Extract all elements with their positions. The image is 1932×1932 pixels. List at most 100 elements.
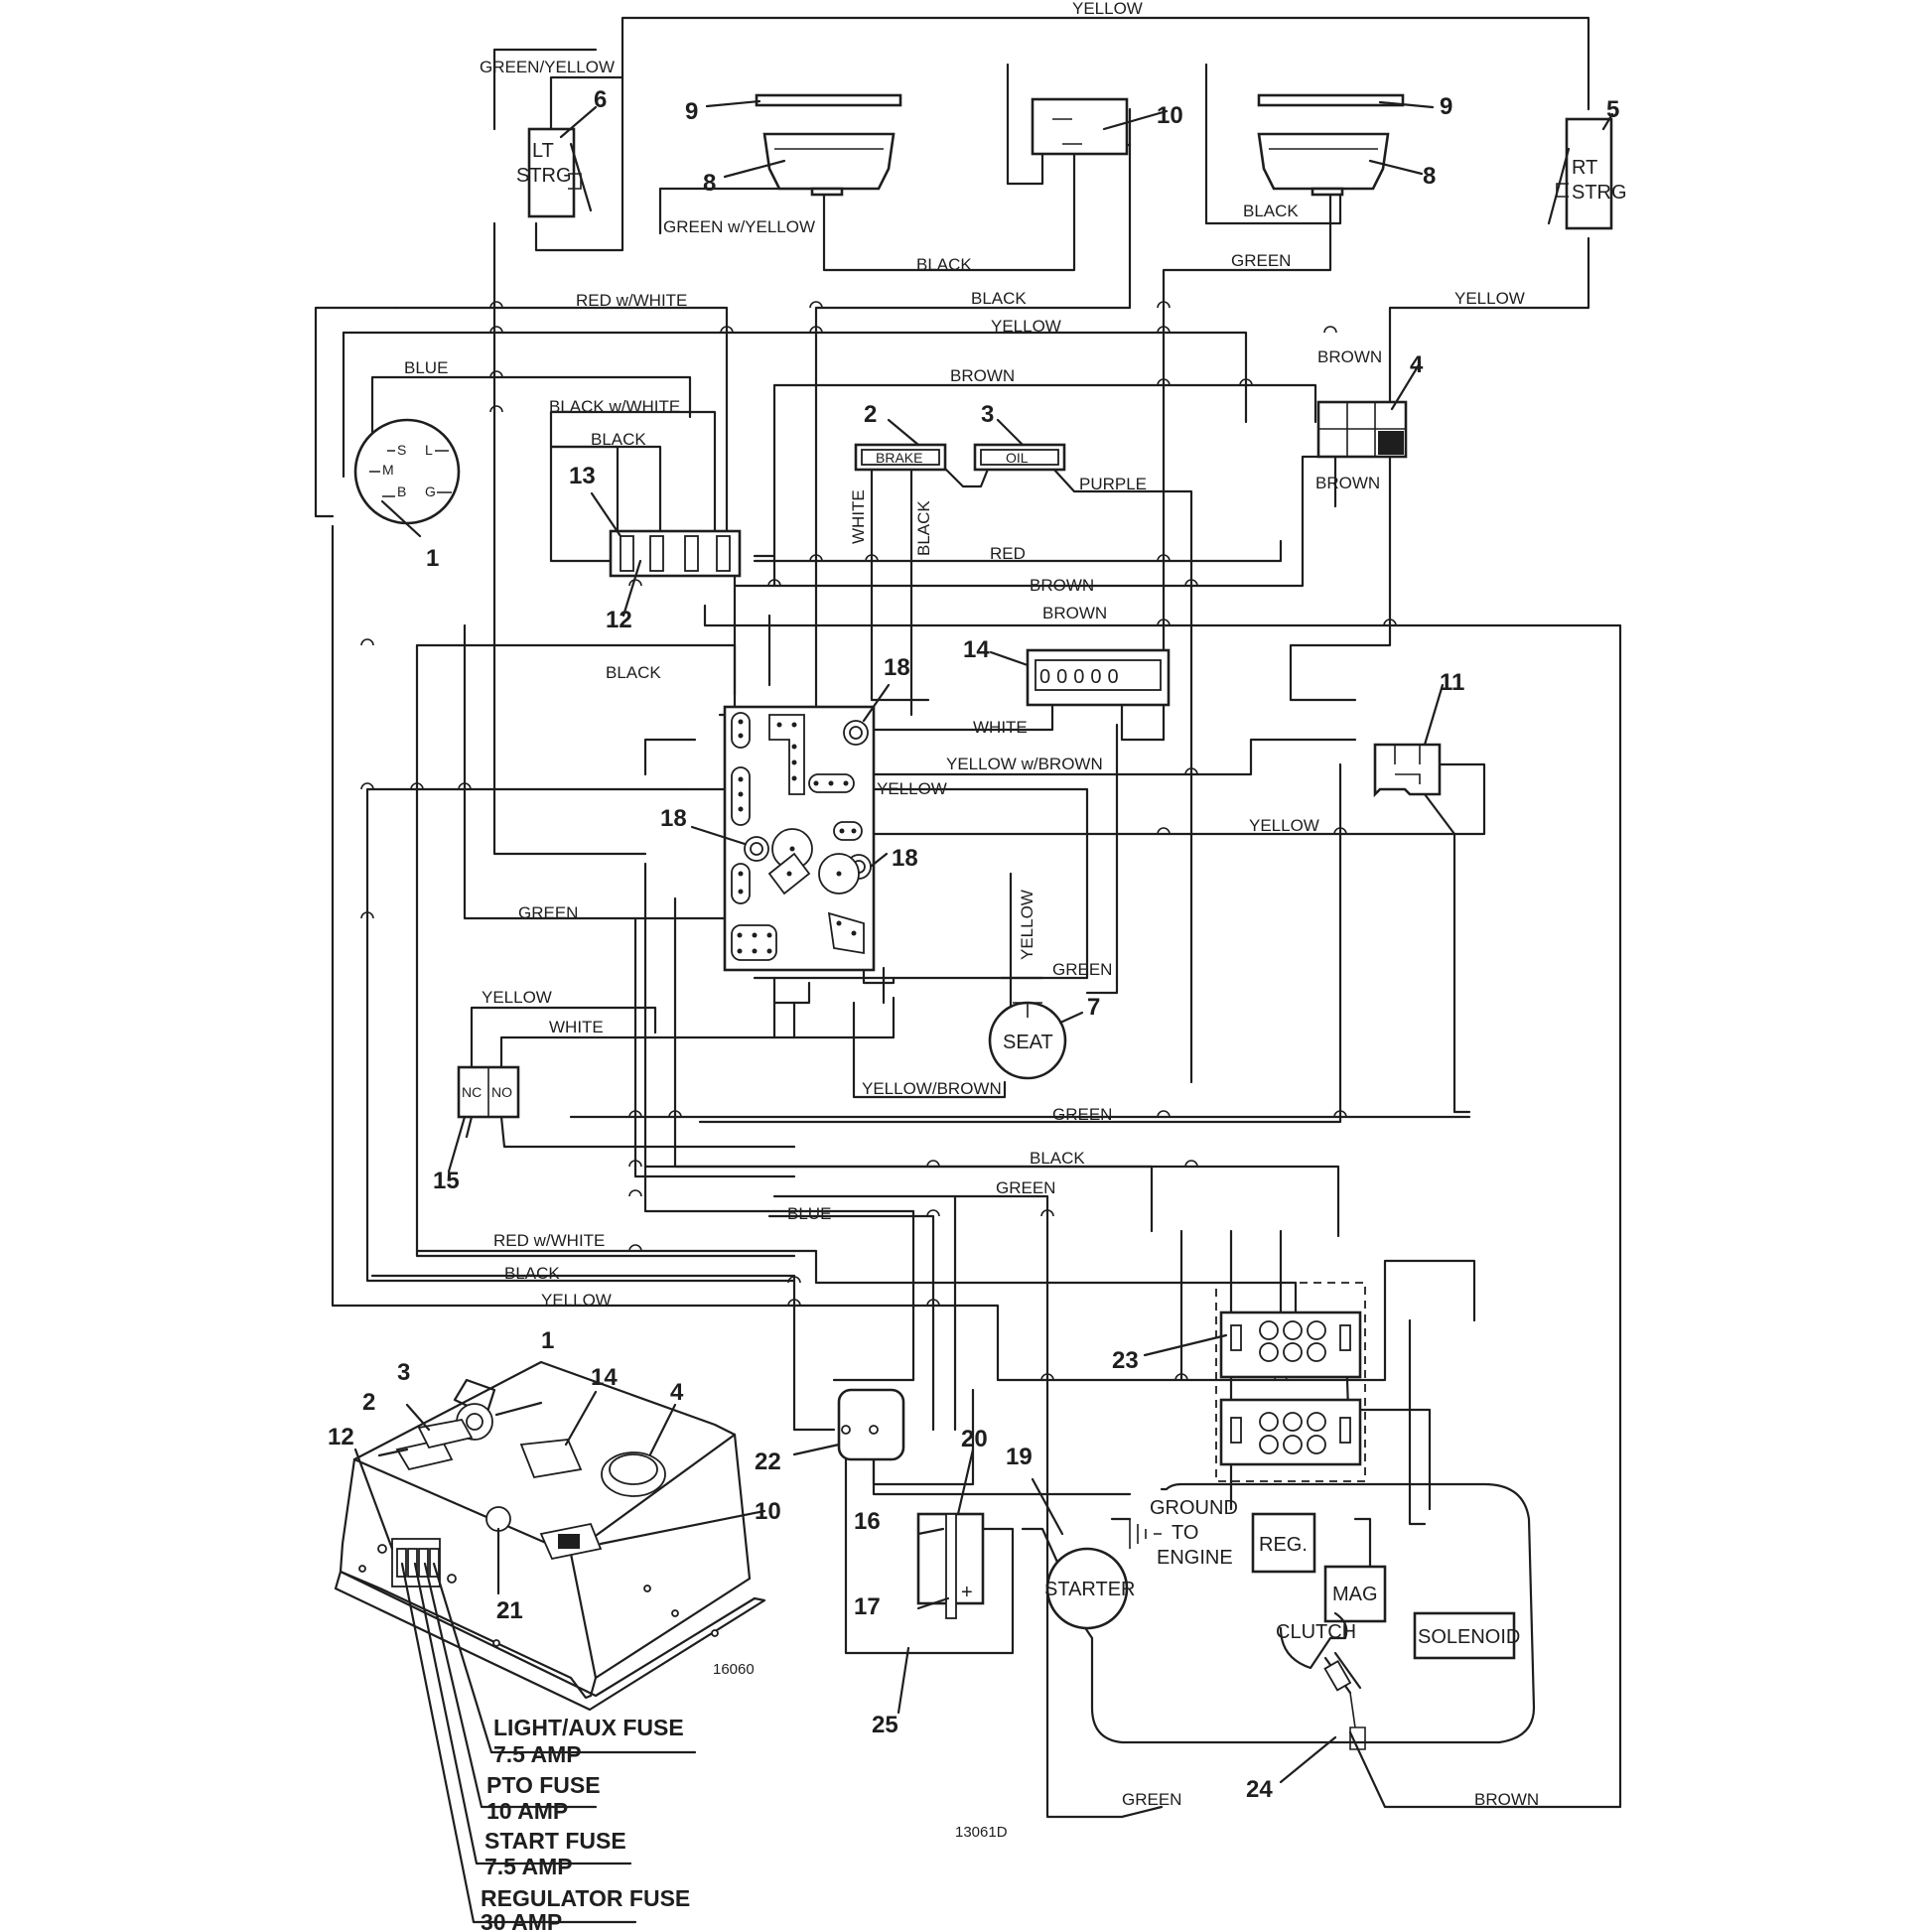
solenoid-label: SOLENOID — [1418, 1626, 1520, 1648]
wire-label: YELLOW — [991, 317, 1061, 336]
rt-strg-label-2: STRG — [1572, 182, 1627, 204]
wire-label: BLACK — [916, 255, 972, 274]
wire-label: BROWN — [1030, 576, 1094, 595]
fuse-start-amp: 7.5 AMP — [484, 1854, 573, 1879]
wire-label: BLACK — [1030, 1149, 1085, 1168]
connector-11 — [1373, 743, 1442, 798]
callout-number: 18 — [892, 845, 918, 872]
wire-label: GREEN — [518, 903, 578, 922]
clutch-label: CLUTCH — [1276, 1621, 1356, 1643]
engine: GROUND TO ENGINE — [1080, 1482, 1536, 1744]
starter: STARTER — [1044, 1547, 1136, 1630]
diagram-reference: 13061D — [955, 1824, 1008, 1841]
fuse-leaders — [400, 1562, 697, 1924]
callout-number: 21 — [496, 1597, 523, 1624]
ign-b: B — [397, 483, 406, 499]
callout-number: 3 — [981, 401, 994, 428]
wire-label: BLACK — [914, 500, 933, 556]
callout-number: 1 — [541, 1327, 554, 1354]
fuse-light-aux-amp: 7.5 AMP — [493, 1741, 582, 1767]
callout-number: 8 — [1423, 163, 1436, 190]
wire-label: BLACK — [971, 289, 1027, 308]
callout-number: 16 — [854, 1508, 881, 1535]
fuse-list: LIGHT/AUX FUSE 7.5 AMP PTO FUSE 10 AMP S… — [481, 1715, 690, 1932]
callout-number: 10 — [1157, 102, 1183, 129]
lt-strg-switch: LT STRG — [516, 127, 593, 218]
callout-number: 2 — [864, 401, 877, 428]
wire-label: GREEN — [1122, 1790, 1181, 1809]
callout-number: 4 — [1410, 351, 1424, 378]
wire-label: WHITE — [973, 718, 1028, 737]
wire-label: BROWN — [1317, 347, 1382, 366]
rt-strg-switch: RT STRG — [1547, 117, 1627, 230]
hour-meter: 00000 — [1026, 648, 1171, 707]
callout-number: 23 — [1112, 1347, 1139, 1374]
console-illustration — [334, 1360, 766, 1712]
wire-label: YELLOW — [482, 988, 552, 1007]
ign-g: G — [425, 483, 436, 499]
wire-label: BROWN — [1042, 604, 1107, 622]
oil-label: OIL — [1006, 450, 1029, 466]
nc-no-switch: NC NO — [457, 1065, 520, 1119]
callout-leaders — [353, 99, 1614, 1784]
ign-m: M — [382, 462, 394, 478]
wire-label: RED w/WHITE — [493, 1231, 605, 1250]
callout-number: 19 — [1006, 1444, 1033, 1470]
callout-number: 3 — [397, 1359, 410, 1386]
lamp-left — [762, 132, 896, 197]
callout-number: 17 — [854, 1593, 881, 1620]
wire-label: YELLOW/BROWN — [862, 1079, 1002, 1098]
callout-number: 14 — [963, 636, 990, 663]
ignition-switch: S L M B G — [353, 418, 461, 525]
brake-label: BRAKE — [876, 450, 922, 466]
ground-label-2: TO — [1172, 1522, 1198, 1544]
oil-switch: OIL — [973, 443, 1066, 472]
reg-label: REG. — [1259, 1534, 1308, 1556]
callout-number: 9 — [1440, 93, 1452, 120]
seat-label: SEAT — [1003, 1032, 1053, 1053]
wire-label: YELLOW — [1249, 816, 1319, 835]
callout-number: 25 — [872, 1712, 898, 1738]
callout-number: 18 — [884, 654, 910, 681]
wire-label: BLACK — [504, 1264, 560, 1283]
wire-label: YELLOW — [541, 1291, 612, 1310]
fuse-regulator: REGULATOR FUSE — [481, 1885, 690, 1911]
callout-number: 2 — [362, 1389, 375, 1416]
callout-number: 20 — [961, 1426, 988, 1452]
wire-label: BLUE — [404, 358, 448, 377]
callout-number: 7 — [1087, 994, 1100, 1021]
wire-label: BLUE — [787, 1204, 831, 1223]
ground-label-3: ENGINE — [1157, 1547, 1233, 1569]
battery-plus-label: + — [961, 1582, 973, 1603]
lamp-lens-right — [1257, 93, 1405, 107]
wire-label: GREEN — [1052, 1105, 1112, 1124]
fuse-light-aux: LIGHT/AUX FUSE — [493, 1715, 684, 1740]
engine-connector — [1215, 1282, 1366, 1482]
no-label: NO — [491, 1084, 512, 1100]
brake-switch: BRAKE — [854, 443, 947, 472]
ign-s: S — [397, 442, 406, 458]
interlock-module — [723, 705, 876, 972]
callout-number: 1 — [426, 545, 439, 572]
wire-label: YELLOW — [877, 779, 947, 798]
mag-label: MAG — [1332, 1584, 1378, 1605]
magneto: MAG — [1323, 1565, 1387, 1623]
ground-label-1: GROUND — [1150, 1497, 1238, 1519]
console-reference: 16060 — [713, 1661, 755, 1678]
wire-paths — [314, 16, 1622, 1819]
lt-strg-label-2: STRG — [516, 165, 572, 187]
lamp-right — [1257, 132, 1390, 197]
wire-label: PURPLE — [1079, 475, 1147, 493]
callout-number: 4 — [670, 1379, 684, 1406]
starter-label: STARTER — [1044, 1579, 1136, 1600]
rt-strg-label-1: RT — [1572, 157, 1597, 179]
starter-relay — [837, 1388, 905, 1461]
ign-l: L — [425, 442, 433, 458]
wire-label: BLACK — [1243, 202, 1299, 220]
wire-label: GREEN/YELLOW — [480, 58, 615, 76]
pto-switch-connector — [1316, 400, 1408, 459]
wire-label: WHITE — [549, 1018, 604, 1036]
callout-number: 12 — [606, 607, 632, 633]
callout-number: 18 — [660, 805, 687, 832]
